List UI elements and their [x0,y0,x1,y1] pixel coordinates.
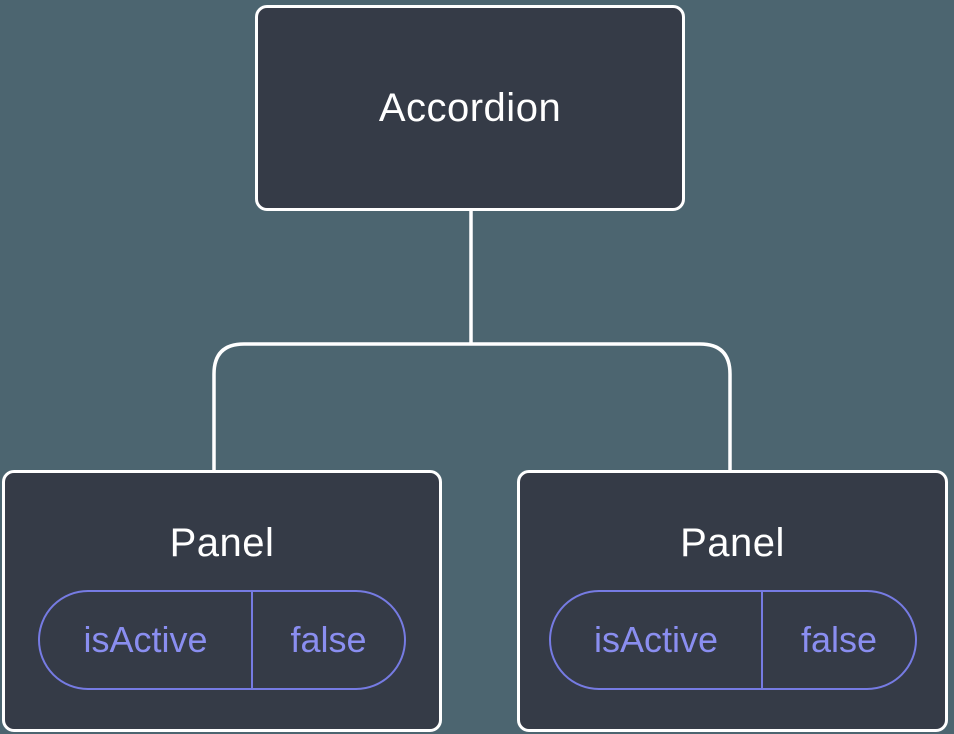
state-pill: isActive false [548,590,917,690]
panel-node-label: Panel [169,521,275,565]
tree-node-panel-left: Panel isActive false [2,470,442,732]
state-key-label: isActive [551,592,764,688]
tree-node-panel-right: Panel isActive false [517,470,948,732]
panel-node-label: Panel [680,521,785,565]
tree-node-accordion: Accordion [255,5,685,211]
state-pill: isActive false [38,590,406,690]
accordion-node-label: Accordion [378,85,562,130]
state-value-label: false [800,619,877,660]
connector-bracket [212,342,732,472]
state-value-label: false [290,619,367,660]
state-key-label: isActive [40,592,253,688]
